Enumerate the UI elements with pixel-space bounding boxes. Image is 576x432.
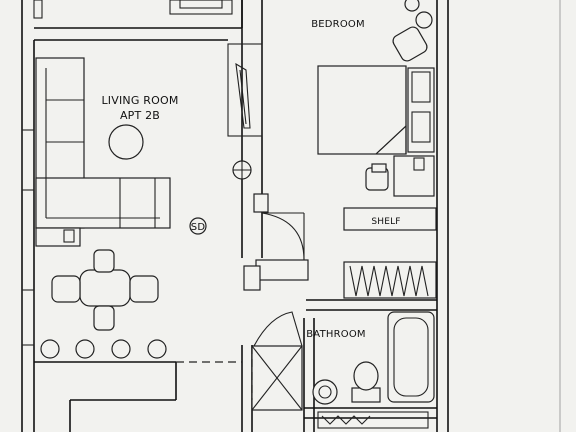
bathroom-label: BATHROOM xyxy=(306,329,365,340)
closet-rod xyxy=(343,261,437,299)
electrical-panel xyxy=(253,193,269,213)
toilet xyxy=(351,361,381,403)
top-window xyxy=(169,0,233,15)
shelf: SHELF xyxy=(343,207,437,231)
bedroom-label: BEDROOM xyxy=(311,19,365,30)
desk-lamp xyxy=(413,157,425,171)
bottom-fixtures xyxy=(317,411,429,429)
dining-set xyxy=(51,249,159,331)
shelf-label: SHELF xyxy=(371,217,400,227)
bedroom-door xyxy=(261,212,305,261)
smoke-detector-label: SD xyxy=(191,222,206,233)
bar-stools xyxy=(40,339,167,359)
interior-walls xyxy=(34,0,437,432)
coffee-table xyxy=(108,124,144,160)
bedroom-armchair xyxy=(392,0,433,62)
desk-chair xyxy=(365,163,389,191)
ceiling-fixture xyxy=(232,160,252,180)
apartment-unit-label: APT 2B xyxy=(120,109,160,122)
smoke-detector: SD xyxy=(189,217,207,235)
wall-cabinet xyxy=(235,62,251,129)
hall-storage xyxy=(243,259,309,291)
shower-unit xyxy=(251,311,303,411)
exterior-walls xyxy=(21,0,561,432)
sectional-sofa xyxy=(35,57,171,229)
nightstand xyxy=(407,67,435,153)
sink xyxy=(312,379,338,405)
bed xyxy=(317,65,407,155)
bathtub xyxy=(387,311,435,403)
living-room-label: LIVING ROOM xyxy=(101,94,178,107)
side-table xyxy=(35,227,81,247)
